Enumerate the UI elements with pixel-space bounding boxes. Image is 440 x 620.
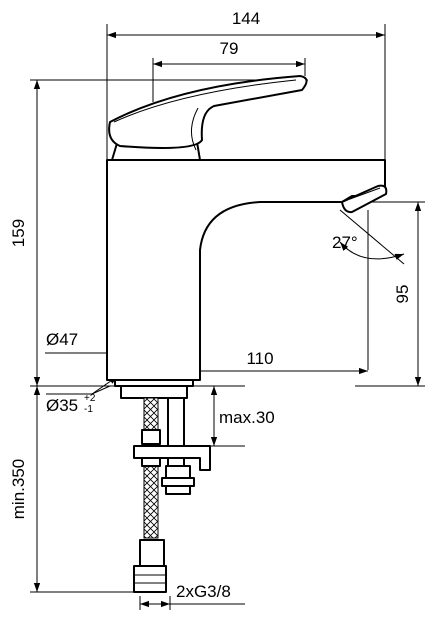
label-connections: 2xG3/8 bbox=[176, 582, 231, 601]
aerator bbox=[341, 184, 388, 214]
label-spout-reach: 110 bbox=[246, 349, 273, 368]
extension-lines bbox=[30, 24, 425, 610]
label-overall-height: 159 bbox=[9, 219, 28, 247]
label-spout-angle: 27° bbox=[332, 233, 358, 252]
threaded-rod bbox=[167, 397, 185, 471]
faucet bbox=[106, 75, 388, 399]
flexible-hose bbox=[143, 397, 159, 539]
dimension-labels: 144 79 159 27° 95 Ø47 110 Ø35 +2 -1 max.… bbox=[9, 9, 412, 601]
label-body-diameter: Ø47 bbox=[46, 330, 78, 349]
label-base-diameter: Ø35 bbox=[46, 396, 78, 415]
label-spout-height: 95 bbox=[393, 285, 412, 304]
label-max-thickness: max.30 bbox=[219, 408, 275, 427]
hoses-and-fixings bbox=[133, 397, 211, 593]
label-overall-width: 144 bbox=[232, 9, 260, 28]
dimension-lines bbox=[33, 31, 422, 608]
connection-nut bbox=[133, 565, 167, 593]
mounting-shank bbox=[120, 385, 188, 399]
hose-ferrule bbox=[139, 539, 165, 567]
label-base-tolerance-lower: -1 bbox=[84, 404, 93, 415]
fixing-washer bbox=[161, 477, 195, 487]
hose-collar bbox=[141, 429, 161, 445]
label-handle-width: 79 bbox=[220, 39, 239, 58]
angle-arc bbox=[339, 241, 405, 260]
label-hose-length: min.350 bbox=[9, 459, 28, 519]
label-base-tolerance-upper: +2 bbox=[84, 393, 96, 404]
leader-base-diameter bbox=[46, 385, 111, 395]
mounting-bracket bbox=[133, 445, 211, 471]
handle-lever bbox=[108, 75, 308, 149]
faucet-body-outline bbox=[106, 159, 386, 381]
